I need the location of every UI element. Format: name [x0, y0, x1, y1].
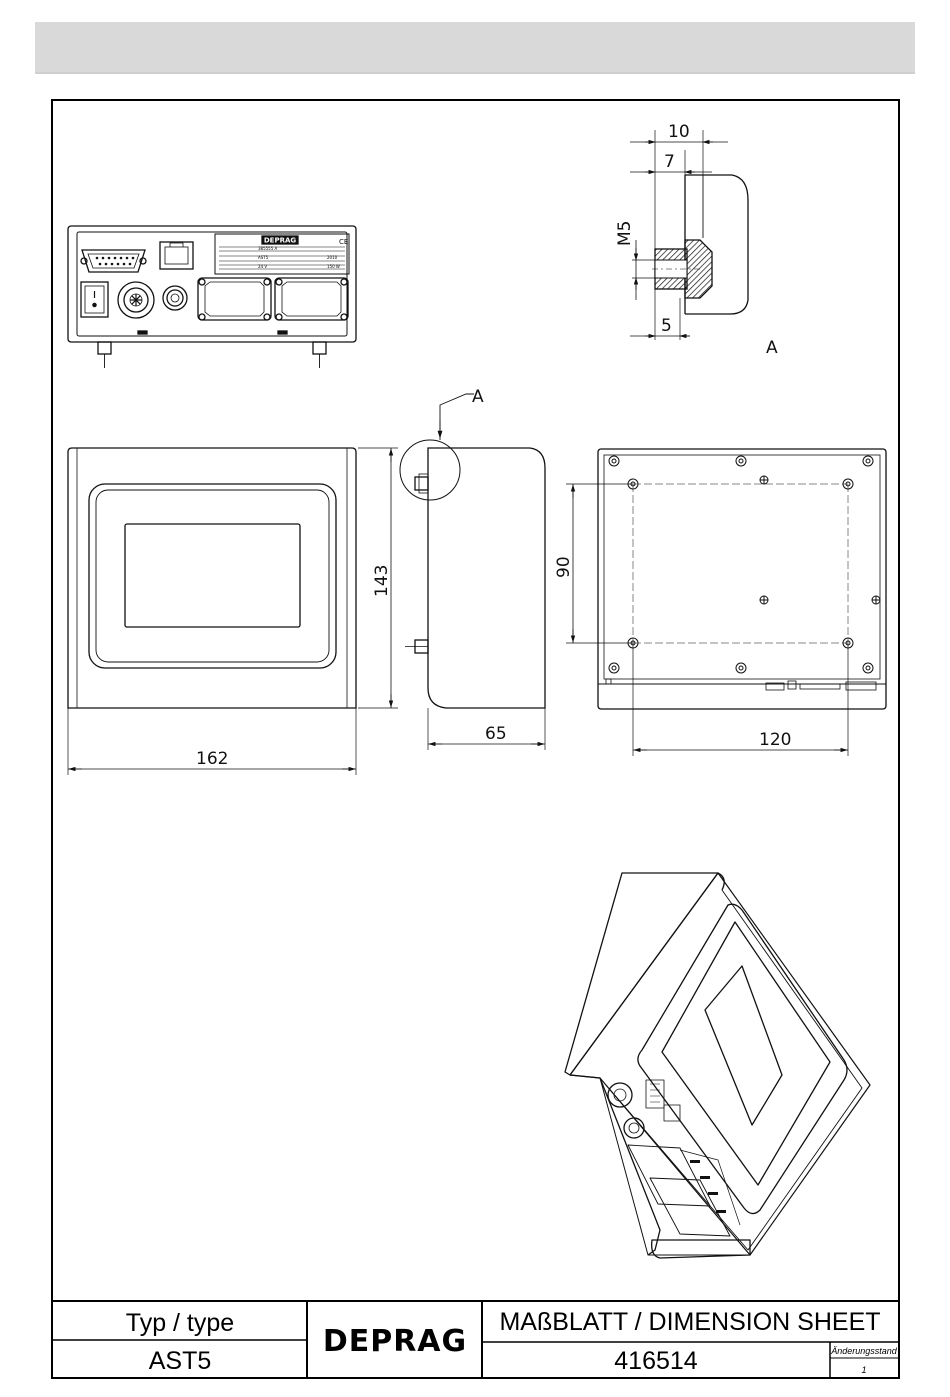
sheet-title: MAßBLATT / DIMENSION SHEET	[499, 1308, 880, 1336]
detail-a-view	[630, 130, 748, 340]
detail-callout-label: A	[472, 387, 484, 407]
dim-front-width: 162	[196, 749, 228, 769]
side-view	[400, 394, 545, 750]
deprag-logo: DEPRAG	[323, 1324, 467, 1359]
dim-detail-7: 7	[664, 152, 675, 172]
front-view	[68, 448, 398, 775]
rear-label-logo: DEPRAG	[264, 237, 297, 245]
type-value: AST5	[149, 1347, 212, 1375]
rear-label-value-3: 24 V	[258, 264, 267, 269]
bottom-view	[566, 449, 886, 756]
rear-view: DEPRAG CE 385555 A AST5 24 V 2010 150 W	[68, 226, 356, 368]
dim-detail-10: 10	[668, 122, 690, 142]
dim-detail-m5: M5	[615, 221, 635, 246]
type-label: Typ / type	[126, 1309, 234, 1337]
rear-label-value-4: 2010	[327, 255, 338, 260]
detail-view-label: A	[766, 338, 778, 358]
isometric-view	[565, 873, 870, 1258]
dim-detail-5: 5	[661, 316, 672, 336]
revision-value: 1	[861, 1365, 866, 1375]
rear-label-value-5: 150 W	[327, 264, 340, 269]
dim-front-height: 143	[372, 565, 392, 597]
rear-label-value-2: AST5	[258, 255, 269, 260]
dim-bottom-width: 120	[759, 730, 791, 750]
rear-label-value-1: 385555 A	[258, 246, 278, 251]
rear-label-ce: CE	[339, 238, 348, 246]
revision-label: Änderungsstand	[830, 1346, 898, 1356]
dim-side-depth: 65	[485, 724, 507, 744]
dim-bottom-hole-spacing: 90	[554, 556, 574, 578]
sheet-number: 416514	[614, 1347, 698, 1375]
